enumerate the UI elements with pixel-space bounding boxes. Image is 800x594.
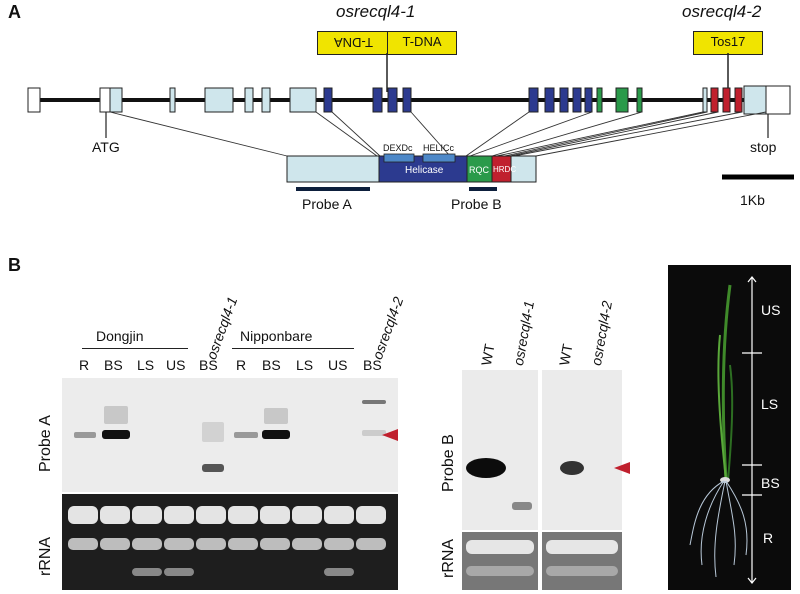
utr-5b [99, 87, 111, 113]
tdna-box-mirrored: T-DNA [317, 31, 389, 55]
plant-label-us: US [761, 302, 781, 318]
arrowhead-right [614, 462, 630, 474]
exon-light-6 [289, 87, 317, 113]
rn-lane-4: osrecql4-2 [588, 299, 616, 367]
exon-blue-4 [402, 87, 412, 113]
exon-red-1 [702, 87, 708, 113]
tdna-box: T-DNA [387, 31, 457, 55]
stop-label: stop [750, 139, 777, 155]
exon-blue-7 [559, 87, 569, 113]
domain-helicase-label: Helicase [405, 165, 444, 176]
domain-dexdc [383, 153, 415, 163]
domain-rqc-label: RQC [469, 165, 489, 175]
exon-blue-6 [544, 87, 555, 113]
lane-10: BS [363, 357, 382, 373]
probe-a-row-label: Probe A [37, 415, 54, 472]
plant-label-bs: BS [761, 475, 780, 491]
lane-2: BS [104, 357, 123, 373]
lane-1: R [79, 357, 90, 373]
lane-4: US [166, 357, 186, 373]
protein-nterm [286, 155, 380, 183]
exon-light-7 [743, 85, 767, 115]
exon-green-1 [596, 87, 603, 113]
group2-underline [232, 348, 354, 349]
exon-light-3 [204, 87, 234, 113]
group1-label: Dongjin [96, 328, 144, 344]
lane-6: R [236, 357, 247, 373]
exon-light-1 [109, 87, 123, 113]
atg-label: ATG [92, 139, 120, 155]
ng-mutant2-label: osrecql4-2 [369, 294, 407, 362]
utr-3 [765, 85, 791, 115]
probe-b-label: Probe B [451, 196, 502, 212]
probe-b-row-label: Probe B [440, 434, 457, 492]
lane-7: BS [262, 357, 281, 373]
rn-lane-1: WT [478, 342, 498, 367]
exon-blue-1 [323, 87, 333, 113]
exon-light-2 [169, 87, 176, 113]
northern-blot-left [62, 378, 398, 590]
exon-blue-9 [584, 87, 593, 113]
exon-blue-8 [572, 87, 582, 113]
rrna-row-label-left: rRNA [37, 536, 54, 576]
panel-b-label: B [8, 255, 21, 275]
domain-hrdc-label: HRDC [493, 165, 517, 174]
exon-red-4 [734, 87, 743, 113]
exon-light-4 [244, 87, 254, 113]
domain-dexdc-label: DEXDc [383, 143, 413, 153]
domain-helicc-label: HELICc [423, 143, 455, 153]
protein-rqc [466, 155, 493, 183]
rrna-row-label-right: rRNA [440, 538, 457, 578]
group2-label: Nipponbare [240, 328, 313, 344]
arrowhead-left [382, 429, 398, 441]
mutant1-label: osrecql4-1 [336, 2, 416, 21]
gene-structure-diagram [27, 53, 794, 191]
exon-blue-2 [372, 87, 383, 113]
lane-3: LS [137, 357, 155, 373]
exon-green-2 [615, 87, 629, 113]
lane-9: US [328, 357, 348, 373]
group1-underline [82, 348, 188, 349]
lane-8: LS [296, 357, 314, 373]
protein-cterm [510, 155, 537, 183]
plant-label-ls: LS [761, 396, 779, 412]
panel-a-label: A [8, 2, 21, 22]
utr-5 [27, 87, 41, 113]
probe-a-label: Probe A [302, 196, 352, 212]
ng-mutant1-label: osrecql4-1 [203, 294, 241, 362]
plant-label-r: R [763, 530, 774, 546]
plant-photo [668, 265, 791, 590]
mutant2-label: osrecql4-2 [682, 2, 762, 21]
exon-red-2 [710, 87, 719, 113]
tos17-text: Tos17 [710, 34, 746, 49]
exon-green-3 [636, 87, 643, 113]
tos17-box: Tos17 [693, 31, 763, 55]
exon-blue-5 [528, 87, 539, 113]
northern-blot-right [462, 370, 622, 590]
exon-blue-3 [387, 87, 398, 113]
exon-red-3 [722, 87, 731, 113]
rn-lane-3: WT [556, 342, 576, 367]
plant-illustration [689, 276, 762, 584]
rn-lane-2: osrecql4-1 [510, 299, 538, 367]
domain-helicc [422, 153, 456, 163]
exon-light-5 [261, 87, 271, 113]
lane-5: BS [199, 357, 218, 373]
tdna-text: T-DNA [402, 34, 442, 49]
scale-label: 1Kb [740, 192, 765, 208]
